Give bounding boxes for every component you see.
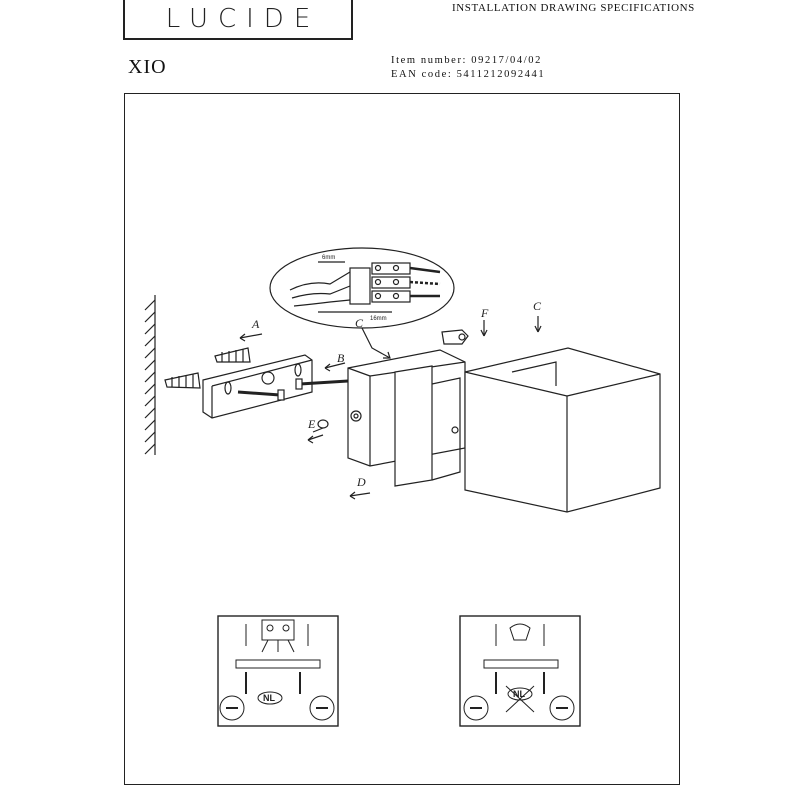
label-e: E <box>307 417 316 431</box>
label-c-callout: C <box>355 316 364 330</box>
long-screw-upper <box>295 378 349 390</box>
brand-logo-text: LUCIDE <box>165 4 321 34</box>
drawing-frame <box>124 93 680 785</box>
cube-shade <box>464 347 661 513</box>
callout-dim-top: 6mm <box>322 255 335 261</box>
lamp-socket-f <box>441 329 469 345</box>
label-a: A <box>251 317 260 331</box>
wiring-callout <box>269 247 455 359</box>
side-screw-e <box>312 419 329 433</box>
label-f: F <box>480 306 489 320</box>
inset-left-badge: NL <box>263 693 275 703</box>
item-number: Item number: 09217/04/02 <box>391 55 542 66</box>
inset-left: NL <box>217 615 339 727</box>
wall-plug-upper <box>214 347 251 363</box>
inset-right-badge: NL <box>513 689 525 699</box>
long-screw-lower <box>237 389 285 401</box>
product-name: XIO <box>128 56 167 78</box>
label-d: D <box>356 475 366 489</box>
wall-plug-lower <box>164 372 201 389</box>
direction-arrows <box>239 316 542 500</box>
mounting-bracket <box>202 354 313 419</box>
inset-right: NL <box>459 615 581 727</box>
brand-logo: LUCIDE <box>123 0 353 40</box>
callout-dim-bottom: 16mm <box>370 316 387 322</box>
mounting-base <box>347 349 466 487</box>
label-b: B <box>337 351 345 365</box>
document-title: INSTALLATION DRAWING SPECIFICATIONS <box>452 2 695 14</box>
wall-hatching <box>144 295 156 455</box>
label-c-shade: C <box>533 299 542 313</box>
ean-code: EAN code: 5411212092441 <box>391 69 546 80</box>
